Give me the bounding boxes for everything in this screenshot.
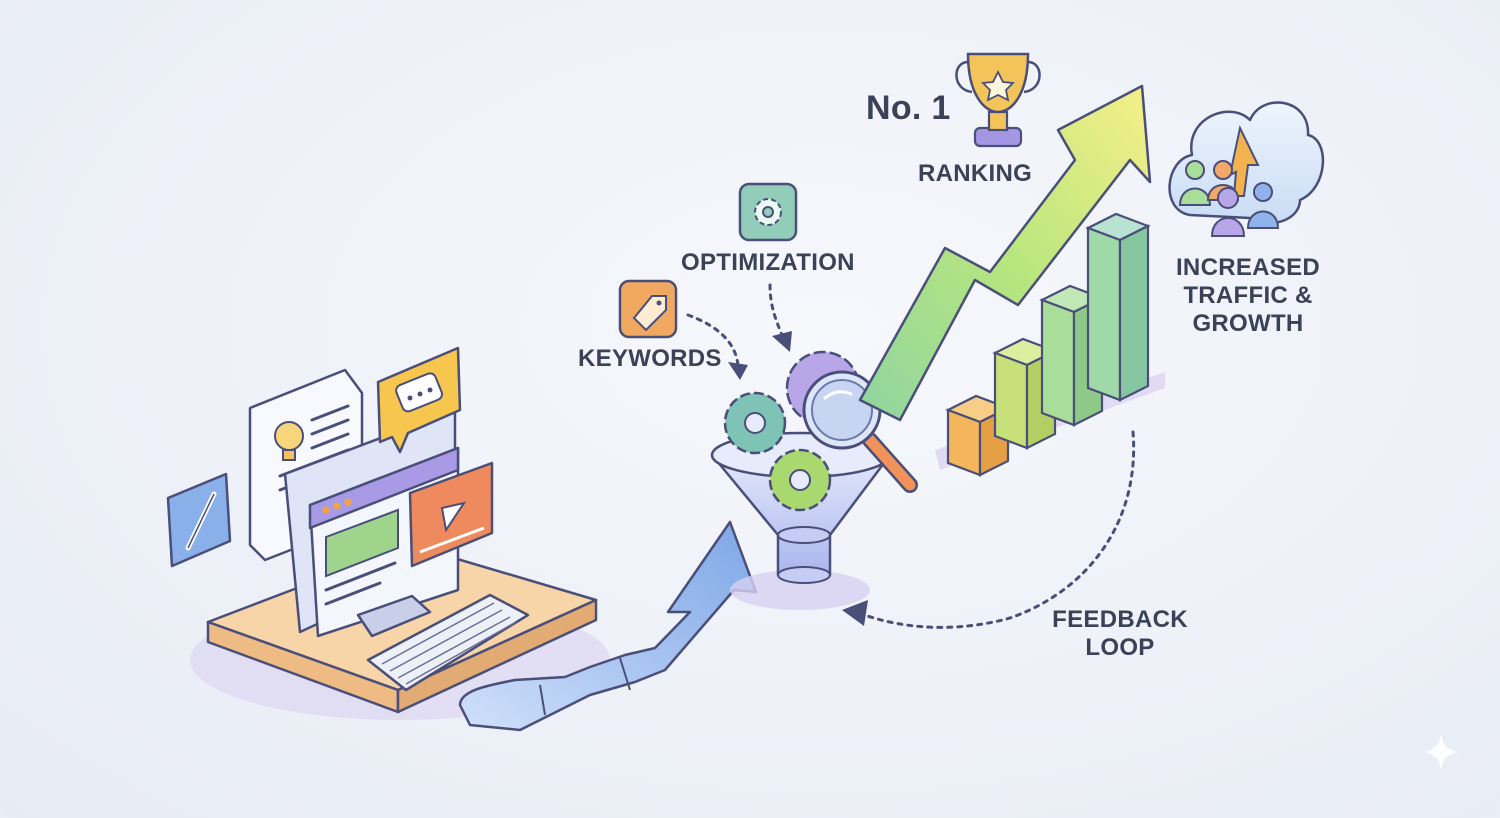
rank-number-label: No. 1 (866, 89, 951, 127)
lightbulb-icon (274, 421, 304, 461)
traffic-growth-line-2: TRAFFIC & (1183, 282, 1313, 309)
traffic-growth-line-1: INCREASED (1175, 254, 1321, 281)
bar-1 (945, 394, 1011, 477)
feedback-loop-line-2: LOOP (1085, 634, 1155, 661)
blue-progress-arrow (458, 520, 758, 732)
traffic-growth-label: INCREASED TRAFFIC & GROWTH (1168, 254, 1328, 338)
people-icon (1178, 160, 1280, 237)
magnifier-icon (802, 370, 918, 493)
sparkle-icon (1423, 734, 1459, 770)
cloud-icon (1168, 101, 1325, 225)
feedback-loop-label: FEEDBACK LOOP (1048, 606, 1192, 662)
keywords-label: KEYWORDS (578, 345, 722, 372)
feedback-loop-line-1: FEEDBACK (1052, 606, 1188, 633)
workstation-illustration (166, 346, 610, 720)
keywords-to-funnel-arrow (686, 313, 740, 367)
ranking-label: RANKING (918, 160, 1033, 187)
keyboard-icon (366, 593, 530, 692)
pencil-icon (166, 472, 232, 568)
play-video-icon (408, 461, 494, 568)
optimization-to-funnel-arrow (768, 283, 784, 337)
bar-4 (1085, 212, 1151, 402)
growth-bar-chart (935, 212, 1165, 477)
growth-arrow (858, 84, 1152, 422)
feedback-loop-arrow (842, 430, 1136, 629)
gear-card-icon (738, 182, 798, 242)
optimization-label: OPTIMIZATION (681, 249, 855, 276)
traffic-growth-line-3: GROWTH (1192, 310, 1304, 337)
trophy-icon (955, 52, 1041, 148)
bar-2 (992, 337, 1058, 450)
chat-bubble-icon (376, 346, 462, 454)
tag-icon (618, 279, 678, 339)
